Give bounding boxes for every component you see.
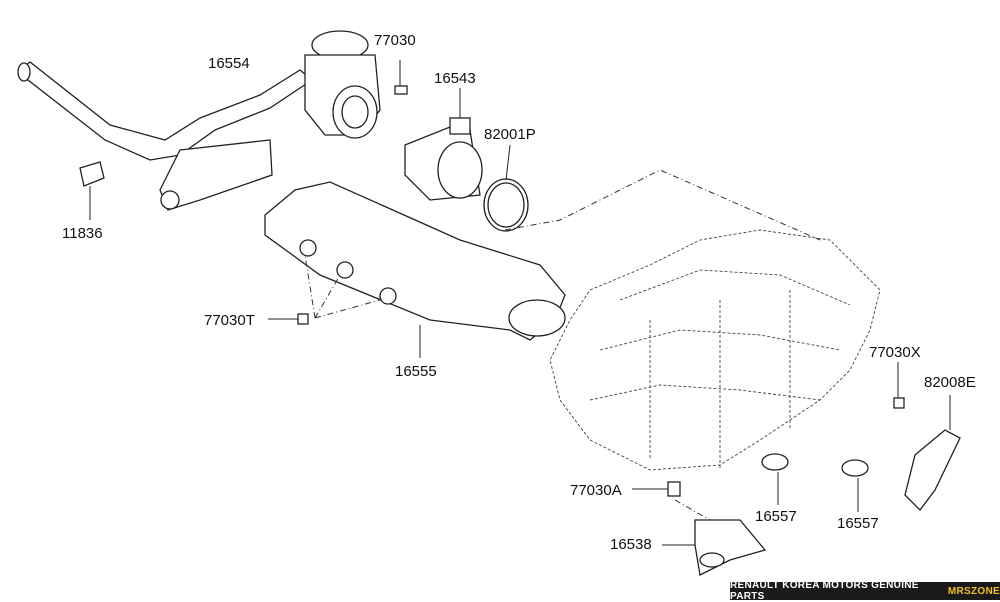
callout-16538: 16538 — [610, 537, 652, 553]
footer-zone-text: MRSZONE — [948, 586, 1000, 597]
callout-82001P: 82001P — [484, 127, 536, 143]
grommet-a-part — [762, 454, 788, 505]
footer-brand-text: RENAULT KOREA MOTORS GENUINE PARTS — [730, 580, 944, 602]
bracket-82008E-part — [905, 395, 960, 510]
breather-hose-part — [18, 62, 312, 210]
clip-11836-part — [80, 162, 104, 220]
footer-banner: RENAULT KOREA MOTORS GENUINE PARTS MRSZO… — [730, 582, 1000, 600]
callout-77030T: 77030T — [204, 313, 255, 329]
screw-77030X-part — [894, 362, 904, 408]
throttle-body-part — [305, 31, 380, 138]
screw-77030-part — [395, 60, 407, 94]
bolt-77030A-part — [632, 482, 710, 520]
callout-77030A: 77030A — [570, 483, 622, 499]
callout-77030X: 77030X — [869, 345, 921, 361]
callout-16555: 16555 — [395, 364, 437, 380]
grommet-b-part — [842, 460, 868, 512]
callout-16557-a: 16557 — [755, 509, 797, 525]
air-flow-sensor-part — [405, 88, 482, 200]
callout-82008E: 82008E — [924, 375, 976, 391]
callout-16554: 16554 — [208, 56, 250, 72]
callout-16543: 16543 — [434, 71, 476, 87]
callout-16557-b: 16557 — [837, 516, 879, 532]
o-ring-part — [484, 145, 528, 231]
callout-11836: 11836 — [62, 226, 103, 242]
callout-77030: 77030 — [374, 33, 416, 49]
bracket-16538-part — [662, 520, 765, 575]
